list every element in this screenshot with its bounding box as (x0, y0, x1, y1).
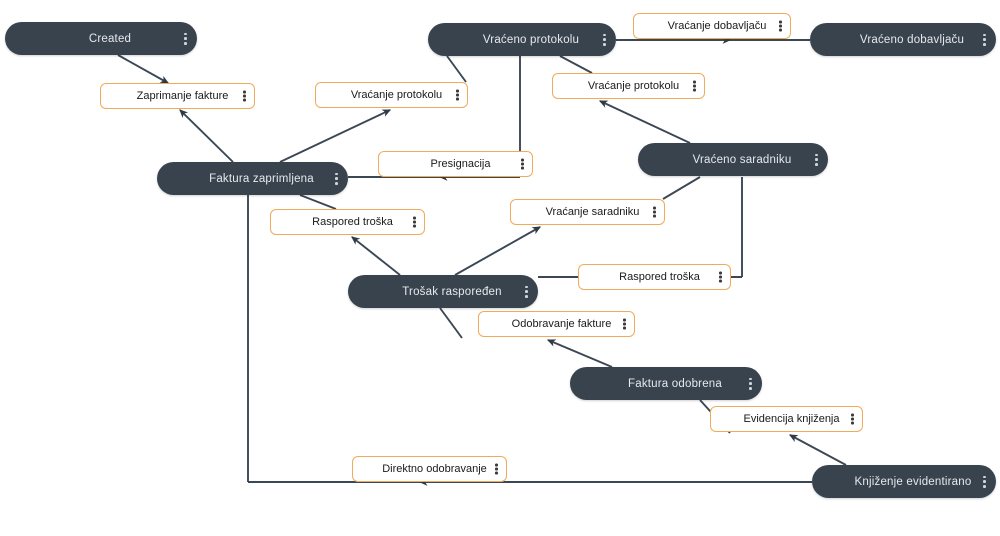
kebab-menu-icon[interactable] (779, 20, 782, 32)
kebab-menu-icon[interactable] (693, 80, 696, 92)
transition-label: Vraćanje protokolu (350, 89, 443, 101)
state-label: Knjiženje evidentirano (854, 475, 972, 488)
kebab-menu-icon[interactable] (653, 206, 656, 218)
transition-label: Raspored troška (619, 271, 700, 283)
transition-vracanje-protokolu-1[interactable]: Vraćanje protokolu (315, 82, 468, 108)
transition-odobravanje-fakture[interactable]: Odobravanje fakture (478, 311, 635, 337)
state-node-trosak-rasporeden[interactable]: Trošak raspoređen (348, 275, 538, 308)
kebab-menu-icon[interactable] (495, 463, 498, 475)
kebab-menu-icon[interactable] (525, 285, 528, 298)
transition-raspored-troska-1[interactable]: Raspored troška (270, 209, 425, 235)
transition-label: Evidencija knjiženja (743, 413, 840, 425)
transition-vracanje-saradniku[interactable]: Vraćanje saradniku (510, 199, 665, 225)
transition-label: Direktno odobravanje (382, 463, 487, 475)
kebab-menu-icon[interactable] (456, 89, 459, 101)
kebab-menu-icon[interactable] (413, 216, 416, 228)
kebab-menu-icon[interactable] (335, 172, 338, 185)
transition-presignacija[interactable]: Presignacija (378, 151, 533, 177)
state-node-created[interactable]: Created (5, 22, 197, 55)
state-node-vraceno-protokolu[interactable]: Vraćeno protokolu (428, 23, 616, 56)
state-node-faktura-zaprimljena[interactable]: Faktura zaprimljena (157, 162, 348, 195)
kebab-menu-icon[interactable] (851, 413, 854, 425)
transition-raspored-troska-2[interactable]: Raspored troška (578, 264, 731, 290)
state-label: Vraćeno protokolu (482, 33, 580, 46)
transition-zaprimanje-fakture[interactable]: Zaprimanje fakture (100, 83, 255, 109)
transition-label: Vraćanje saradniku (545, 206, 640, 218)
kebab-menu-icon[interactable] (521, 158, 524, 170)
state-label: Created (88, 32, 132, 45)
kebab-menu-icon[interactable] (983, 475, 986, 488)
transition-evidencija-knjizenja[interactable]: Evidencija knjiženja (710, 406, 863, 432)
state-node-vraceno-dobavljacu[interactable]: Vraćeno dobavljaču (810, 23, 996, 56)
transition-vracanje-protokolu-2[interactable]: Vraćanje protokolu (552, 73, 705, 99)
kebab-menu-icon[interactable] (719, 271, 722, 283)
state-label: Faktura zaprimljena (209, 172, 314, 185)
state-node-vraceno-saradniku[interactable]: Vraćeno saradniku (638, 143, 828, 176)
transition-direktno-odobravanje[interactable]: Direktno odobravanje (352, 456, 507, 482)
transition-label: Odobravanje fakture (511, 318, 612, 330)
state-node-knjizenje-evidentirano[interactable]: Knjiženje evidentirano (812, 465, 996, 498)
kebab-menu-icon[interactable] (243, 90, 246, 102)
state-label: Faktura odobrena (628, 377, 722, 390)
kebab-menu-icon[interactable] (749, 377, 752, 390)
state-label: Vraćeno dobavljaču (859, 33, 965, 46)
kebab-menu-icon[interactable] (603, 33, 606, 46)
state-label: Vraćeno saradniku (692, 153, 792, 166)
transition-label: Presignacija (430, 158, 491, 170)
kebab-menu-icon[interactable] (184, 32, 187, 45)
state-node-faktura-odobrena[interactable]: Faktura odobrena (570, 367, 762, 400)
state-label: Trošak raspoređen (402, 285, 502, 298)
transition-label: Zaprimanje fakture (136, 90, 229, 102)
kebab-menu-icon[interactable] (815, 153, 818, 166)
transition-vracanje-dobavljacu[interactable]: Vraćanje dobavljaču (633, 13, 791, 39)
transition-label: Raspored troška (312, 216, 393, 228)
kebab-menu-icon[interactable] (983, 33, 986, 46)
transition-label: Vraćanje dobavljaču (667, 20, 767, 32)
transition-label: Vraćanje protokolu (587, 80, 680, 92)
kebab-menu-icon[interactable] (623, 318, 626, 330)
